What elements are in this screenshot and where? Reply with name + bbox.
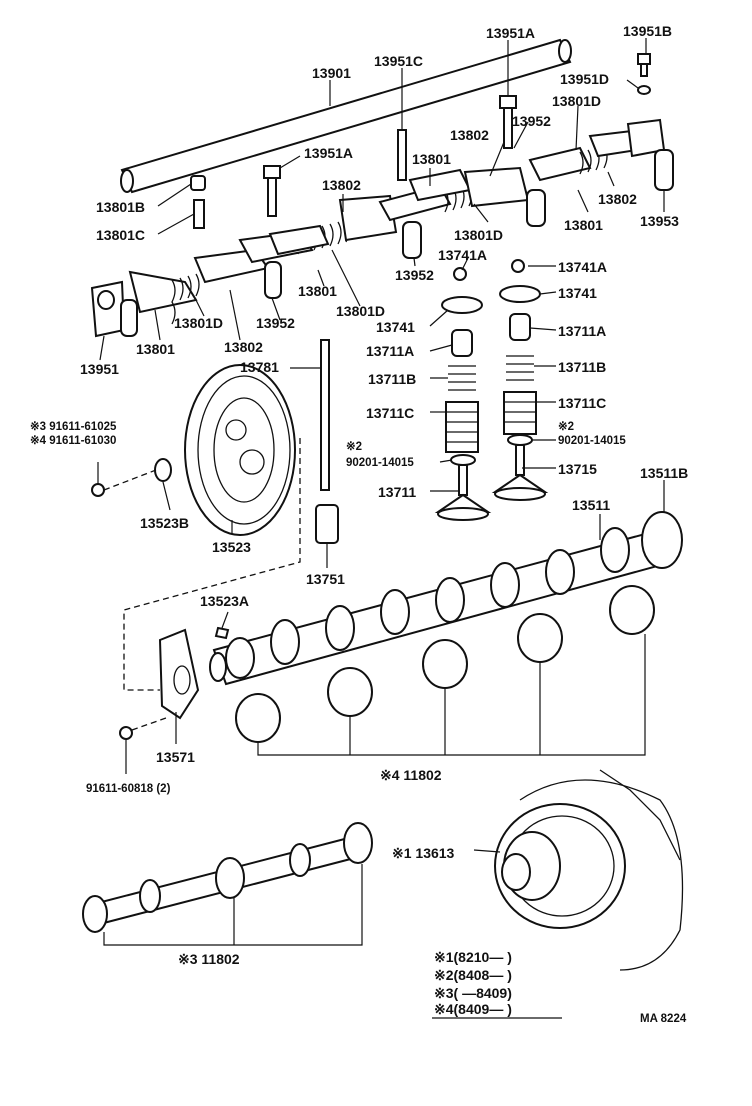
label-13801-right: 13801 bbox=[564, 217, 603, 233]
label-13951: 13951 bbox=[80, 361, 119, 377]
label-13801D-lower: 13801D bbox=[336, 303, 385, 319]
label-13801C: 13801C bbox=[96, 227, 145, 243]
label-13711C-right: 13711C bbox=[558, 395, 606, 411]
push-rod-13781 bbox=[320, 339, 330, 491]
label-13711B-right: 13711B bbox=[558, 359, 606, 375]
label-13952-mid: 13952 bbox=[395, 267, 434, 283]
label-13741-right: 13741 bbox=[558, 285, 597, 301]
label-13952-low: 13952 bbox=[256, 315, 295, 331]
label-13801D-top: 13801D bbox=[552, 93, 601, 109]
label-13711C-left: 13711C bbox=[366, 405, 414, 421]
label-13802-mid: 13802 bbox=[322, 177, 361, 193]
label-13953: 13953 bbox=[640, 213, 679, 229]
label-13511: 13511 bbox=[572, 497, 610, 513]
diagram-code: MA 8224 bbox=[640, 1013, 687, 1025]
label-bearing-3: ※3 11802 bbox=[178, 951, 240, 967]
label-13801D-left: 13801D bbox=[174, 315, 223, 331]
valve-right bbox=[491, 259, 549, 501]
label-13741A-left: 13741A bbox=[438, 247, 487, 263]
bolt-13951A-mid bbox=[263, 165, 281, 217]
label-13801B: 13801B bbox=[96, 199, 145, 215]
label-13711B-left: 13711B bbox=[368, 371, 416, 387]
label-note3-a: ※3 91611-61025 bbox=[30, 420, 117, 433]
label-13741-left: 13741 bbox=[376, 319, 415, 335]
label-note2-right-mark: ※2 bbox=[558, 420, 574, 433]
legend-line-3: ※3( —8409) bbox=[434, 985, 512, 1001]
label-bolt-91611: 91611-60818 (2) bbox=[86, 783, 171, 795]
lifter-13751 bbox=[315, 504, 339, 544]
label-note2-left-num: 90201-14015 bbox=[346, 457, 414, 469]
label-13715: 13715 bbox=[558, 461, 597, 477]
label-13951A-mid: 13951A bbox=[304, 145, 353, 161]
camshaft-lower bbox=[82, 822, 373, 946]
bolt-13951A-top bbox=[499, 95, 517, 149]
label-13801-mid: 13801 bbox=[412, 151, 451, 167]
label-13711A-right: 13711A bbox=[558, 323, 606, 339]
label-13751: 13751 bbox=[306, 571, 345, 587]
label-13523A: 13523A bbox=[200, 593, 249, 609]
legend-line-2: ※2(8408— ) bbox=[434, 967, 512, 983]
label-note2-left-mark: ※2 bbox=[346, 440, 362, 453]
label-13951A-top: 13951A bbox=[486, 25, 535, 41]
bolt-13951C bbox=[397, 129, 407, 181]
label-13951B: 13951B bbox=[623, 23, 672, 39]
legend: ※1(8210— ) ※2(8408— ) ※3( —8409) ※4(8409… bbox=[434, 949, 512, 1017]
part-labels: 13901 13951C 13951A 13951B 13951D 13801D… bbox=[30, 23, 688, 967]
bolt-13951B bbox=[637, 53, 651, 95]
legend-line-1: ※1(8210— ) bbox=[434, 949, 512, 965]
label-13741A-right: 13741A bbox=[558, 259, 607, 275]
label-13901: 13901 bbox=[312, 65, 351, 81]
label-13802-right: 13802 bbox=[598, 191, 637, 207]
rocker-arm-assembly bbox=[90, 118, 674, 338]
rocker-shaft bbox=[120, 38, 572, 194]
label-13802-low: 13802 bbox=[224, 339, 263, 355]
label-13711: 13711 bbox=[378, 484, 416, 500]
label-note4-a: ※4 91611-61030 bbox=[30, 434, 116, 447]
label-13613: ※1 13613 bbox=[392, 845, 455, 861]
label-13511B: 13511B bbox=[640, 465, 688, 481]
label-13523: 13523 bbox=[212, 539, 251, 555]
label-13952-top: 13952 bbox=[512, 113, 551, 129]
thrust-plate-13571 bbox=[119, 626, 230, 740]
label-note2-right-num: 90201-14015 bbox=[558, 435, 626, 447]
label-13523B: 13523B bbox=[140, 515, 189, 531]
label-13781: 13781 bbox=[240, 359, 279, 375]
label-13801-left: 13801 bbox=[136, 341, 175, 357]
valve-left bbox=[434, 267, 492, 521]
crank-gear-13613 bbox=[494, 769, 684, 971]
label-13801-lower: 13801 bbox=[298, 283, 337, 299]
label-13802-top: 13802 bbox=[450, 127, 489, 143]
label-13951C: 13951C bbox=[374, 53, 423, 69]
camshaft-13511 bbox=[209, 511, 683, 686]
nut-13801B bbox=[190, 175, 206, 229]
timing-gear-13523 bbox=[91, 364, 296, 536]
label-bearing-4: ※4 11802 bbox=[380, 767, 442, 783]
cam-bearings-11802 bbox=[235, 585, 655, 756]
legend-line-4: ※4(8409— ) bbox=[434, 1001, 512, 1017]
label-13951D: 13951D bbox=[560, 71, 609, 87]
label-13711A-left: 13711A bbox=[366, 343, 414, 359]
leader-lines bbox=[97, 38, 665, 853]
label-13571: 13571 bbox=[156, 749, 195, 765]
label-13801D-mid: 13801D bbox=[454, 227, 503, 243]
